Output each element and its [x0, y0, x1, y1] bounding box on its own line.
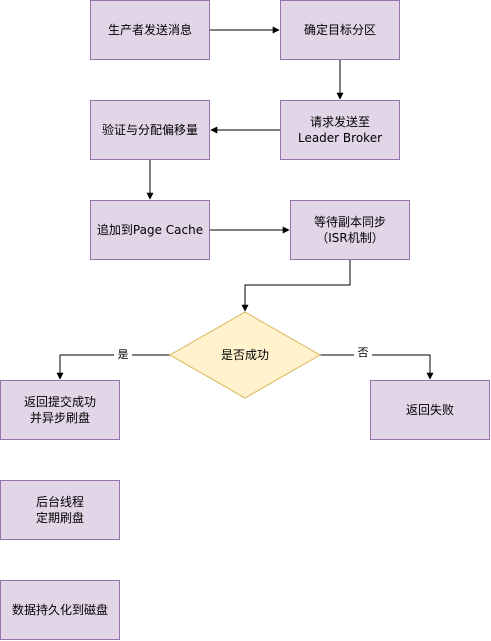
decision-diamond[interactable] [168, 311, 322, 399]
node-return-failure-label: 返回失败 [405, 403, 454, 417]
node-producer-send-label: 生产者发送消息 [107, 23, 192, 37]
node-persist-to-disk[interactable]: 数据持久化到磁盘 [0, 580, 120, 640]
node-validate-assign-offset[interactable]: 验证与分配偏移量 [90, 100, 210, 160]
node-send-to-leader-label: 请求发送至 Leader Broker [297, 115, 383, 145]
node-persist-to-disk-label: 数据持久化到磁盘 [11, 603, 108, 617]
node-background-flush-label: 后台线程 定期刷盘 [35, 495, 84, 525]
node-append-page-cache[interactable]: 追加到Page Cache [90, 200, 210, 260]
node-producer-send[interactable]: 生产者发送消息 [90, 0, 210, 60]
node-validate-assign-offset-label: 验证与分配偏移量 [101, 123, 198, 137]
edge-label-no: 否 [358, 346, 369, 359]
node-wait-isr-sync[interactable]: 等待副本同步 （ISR机制） [290, 200, 410, 260]
node-return-failure[interactable]: 返回失败 [370, 380, 490, 440]
node-return-commit-success[interactable]: 返回提交成功 并异步刷盘 [0, 380, 120, 440]
node-append-page-cache-label: 追加到Page Cache [96, 223, 204, 237]
node-background-flush[interactable]: 后台线程 定期刷盘 [0, 480, 120, 540]
node-wait-isr-sync-label: 等待副本同步 （ISR机制） [313, 215, 386, 245]
node-send-to-leader[interactable]: 请求发送至 Leader Broker [280, 100, 400, 160]
edge-isr-to-decision [241, 260, 351, 312]
edge-label-yes: 是 [118, 348, 129, 361]
edge-decision-yes [56, 354, 170, 380]
edge-decision-no [320, 354, 434, 380]
decision-label: 是否成功 [221, 348, 269, 362]
node-determine-partition[interactable]: 确定目标分区 [280, 0, 400, 60]
node-determine-partition-label: 确定目标分区 [303, 23, 376, 37]
node-return-commit-success-label: 返回提交成功 并异步刷盘 [23, 395, 96, 425]
